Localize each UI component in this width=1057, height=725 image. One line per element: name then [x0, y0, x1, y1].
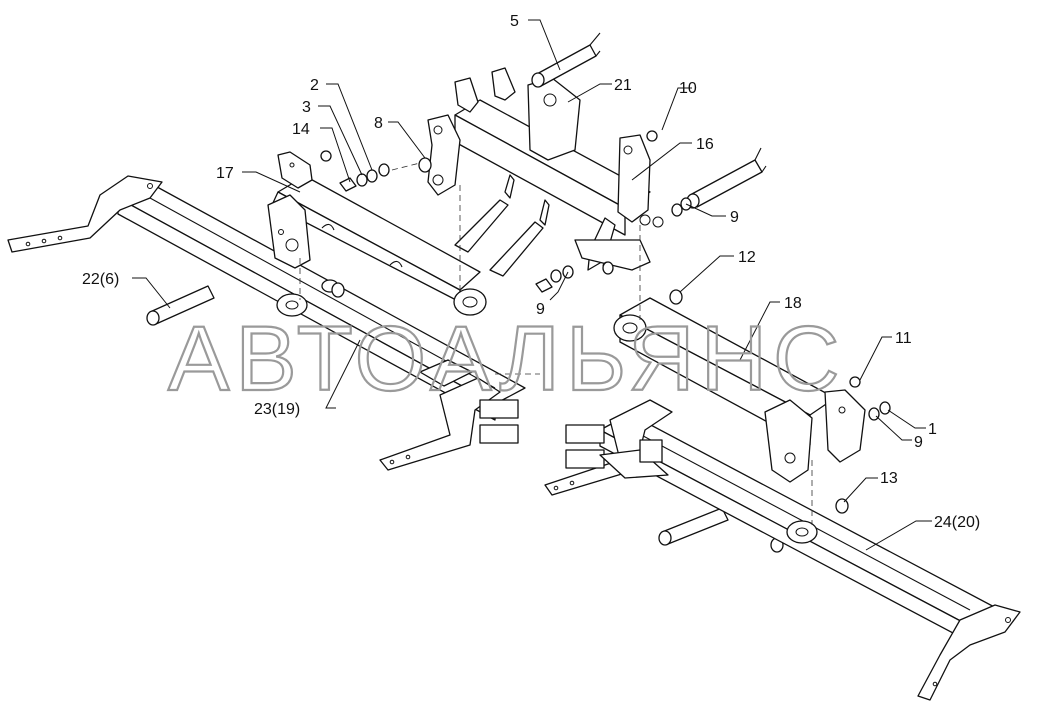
- callout-label: 14: [292, 121, 310, 138]
- callout-label: 16: [696, 136, 714, 153]
- callout-label: 9: [730, 209, 739, 226]
- callout-label: 2: [310, 77, 319, 94]
- callout-label: 3: [302, 99, 311, 116]
- callout-label: 18: [784, 295, 802, 312]
- alignment-lines: [299, 162, 813, 525]
- callout-label: 9: [536, 301, 545, 318]
- pin-top: [531, 32, 601, 88]
- left-upper-arm: [267, 151, 487, 316]
- right-upper-arm: [613, 297, 866, 483]
- callout-label: 24(20): [934, 514, 980, 531]
- callout-label: 22(6): [82, 271, 119, 288]
- callout-label: 10: [679, 80, 697, 97]
- center-mount-bracket: [427, 67, 664, 277]
- left-frame-beam: [7, 175, 526, 471]
- callout-label: 17: [216, 165, 234, 182]
- callout-label: 11: [895, 330, 912, 347]
- pin-left: [146, 285, 215, 326]
- pin-right: [686, 147, 767, 209]
- callout-label: 12: [738, 249, 756, 266]
- callout-label: 21: [614, 77, 632, 94]
- callout-label: 1: [928, 421, 937, 438]
- leader-lines: [132, 19, 932, 551]
- callout-label: 9: [914, 434, 923, 451]
- callout-label: 5: [510, 13, 519, 30]
- callout-labels: 5 21 2 10 3 14 8 16 17 9 22(6) 12 9 18 1…: [82, 13, 980, 531]
- callout-label: 23(19): [254, 401, 300, 418]
- right-frame-beam: [544, 399, 1021, 701]
- pin-lower: [658, 507, 729, 546]
- callout-label: 8: [374, 115, 383, 132]
- washers-and-nuts: [320, 130, 891, 553]
- callout-label: 13: [880, 470, 898, 487]
- watermark: АВТОАЛЬЯНС: [168, 308, 846, 410]
